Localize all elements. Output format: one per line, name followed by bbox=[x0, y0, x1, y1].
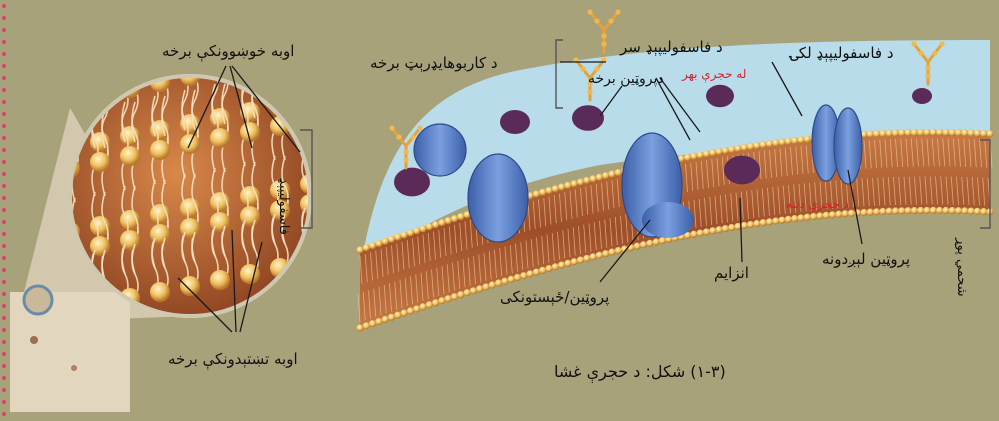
figure-caption: (۱-۳) شکل: د حجرې غشا bbox=[554, 364, 726, 380]
label-protein-part: دپروټین برخه bbox=[588, 72, 664, 86]
label-enzyme: انزایم bbox=[714, 266, 749, 281]
label-channel-protein: پروټین/ځېستونکی bbox=[500, 290, 609, 305]
label-outside-cell: له حجرې بهر bbox=[682, 68, 746, 80]
label-carbohydrate-part: د کاربوهایډرېټ برخه bbox=[370, 56, 498, 71]
label-inside-cell: د حجرې دننه bbox=[786, 198, 849, 210]
label-phospholipid-vertical: فاسفولیپېډ bbox=[277, 178, 290, 235]
label-phospholipid-tail: د فاسفولیپېډ لکۍ bbox=[790, 46, 894, 61]
margin-dots bbox=[2, 4, 6, 416]
label-phospholipid-head: د فاسفولیپېډ سر bbox=[620, 40, 723, 55]
zoom-ring bbox=[24, 286, 52, 314]
label-hydrophilic-head: اوبه خوښوونکې برخه bbox=[162, 44, 294, 59]
label-hydrophobic-tail: اوبه تښتېدونکې برخه bbox=[168, 352, 298, 367]
label-cell-wall: شحمي پوړ bbox=[955, 238, 968, 297]
label-carrier-protein: پروټین لېږدونه bbox=[822, 252, 910, 267]
